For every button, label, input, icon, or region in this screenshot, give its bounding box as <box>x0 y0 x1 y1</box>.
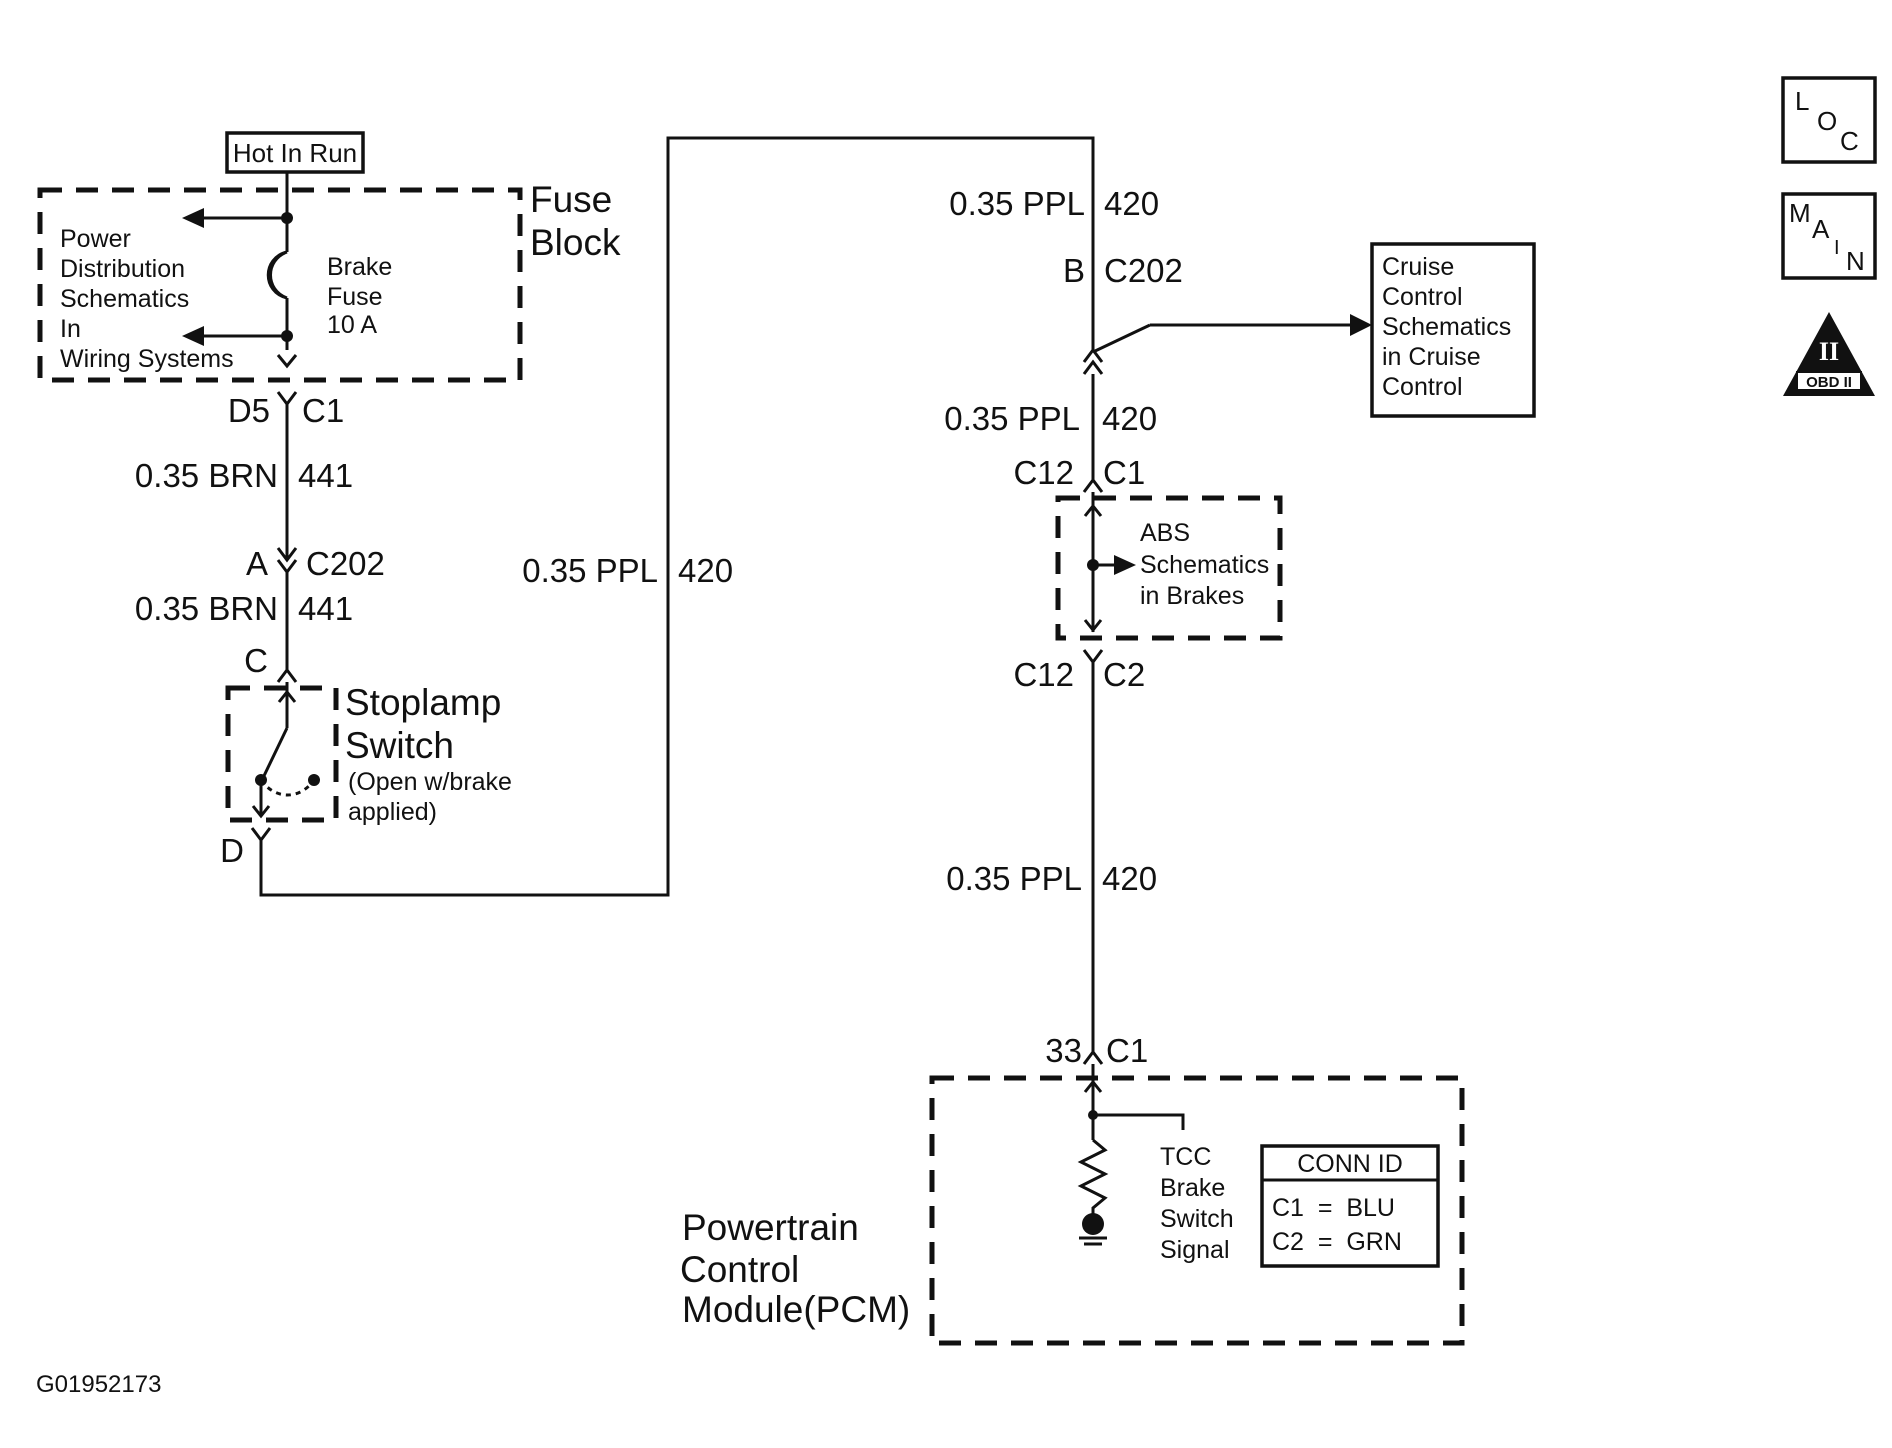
hot-in-run-box <box>225 131 365 174</box>
power-dist-line-2: Distribution <box>60 255 185 283</box>
loc-icon: L O C <box>1781 76 1877 164</box>
wire-420-num-3: 420 <box>1102 860 1157 897</box>
wire-420-gauge-1: 0.35 PPL <box>949 185 1085 222</box>
brake-fuse-line-3: 10 A <box>327 311 377 339</box>
connector-icon <box>276 547 298 563</box>
abs-label-1: ABS <box>1140 519 1190 547</box>
svg-text:O: O <box>1817 106 1837 136</box>
conn-id-box <box>1260 1144 1440 1268</box>
power-dist-line-5: Wiring Systems <box>60 345 234 373</box>
abs-bot-id: C2 <box>1103 656 1145 693</box>
arrow-left-icon <box>182 208 204 228</box>
fuse-block-title-2: Block <box>530 222 621 263</box>
svg-text:OBD II: OBD II <box>1806 374 1852 391</box>
wire-420-gauge-mid: 0.35 PPL <box>522 552 658 589</box>
pcm-module: TCC Brake Switch Signal CONN ID C1 = BLU… <box>680 1064 1465 1346</box>
pcm-title-1: Powertrain <box>682 1207 859 1248</box>
c202-id-left: C202 <box>306 545 385 582</box>
arrow-left-icon <box>182 326 204 346</box>
pcm-pin-33: 33 <box>1045 1032 1082 1069</box>
cruise-label-5: Control <box>1382 373 1463 401</box>
left-circuit: D5 C1 0.35 BRN 441 A C202 0.35 BRN 441 C… <box>135 136 1095 897</box>
connector-icon <box>1082 347 1104 363</box>
main-icon: M A I N <box>1781 192 1877 280</box>
connector-icon <box>276 391 298 407</box>
connector-icon <box>250 827 272 843</box>
wire-420-num-mid: 420 <box>678 552 733 589</box>
connector-icon <box>1082 649 1104 665</box>
abs-top-id: C1 <box>1103 454 1145 491</box>
wire-420-gauge-3: 0.35 PPL <box>946 860 1082 897</box>
cruise-label-2: Control <box>1382 283 1463 311</box>
conn-d5-pin: D5 <box>228 392 270 429</box>
right-circuit: 0.35 PPL 420 B C202 Cruise Control Schem… <box>944 185 1536 1069</box>
arrow-right-icon <box>1350 314 1372 336</box>
cruise-label-4: in Cruise <box>1382 343 1481 371</box>
switch-pin-d: D <box>220 832 244 869</box>
abs-label-2: Schematics <box>1140 551 1269 579</box>
connector-icon <box>1082 477 1104 493</box>
svg-text:II: II <box>1819 337 1839 366</box>
power-dist-line-3: Schematics <box>60 285 189 313</box>
hot-in-run-label: Hot In Run <box>233 138 357 168</box>
svg-text:N: N <box>1846 246 1865 276</box>
stoplamp-label-2: Switch <box>345 725 454 766</box>
svg-text:M: M <box>1789 198 1811 228</box>
wire-441-num-2: 441 <box>298 590 353 627</box>
svg-text:A: A <box>1812 214 1830 244</box>
tcc-label-1: TCC <box>1160 1143 1211 1171</box>
c202-pin-b: B <box>1063 252 1085 289</box>
abs-outline <box>1055 495 1283 641</box>
switch-contact-icon <box>260 727 289 781</box>
conn-id-c1: C1 = BLU <box>1272 1194 1395 1222</box>
ground-icon <box>1082 1213 1104 1235</box>
switch-pin-c: C <box>244 642 268 679</box>
brake-fuse-line-1: Brake <box>327 253 392 281</box>
wire-420-num-2: 420 <box>1102 400 1157 437</box>
arrow-right-icon <box>1114 555 1136 575</box>
c202-pin-a: A <box>246 545 268 582</box>
wire-420-num-1: 420 <box>1104 185 1159 222</box>
cruise-label-3: Schematics <box>1382 313 1511 341</box>
connector-icon <box>1082 1049 1104 1065</box>
abs-label-3: in Brakes <box>1140 582 1244 610</box>
fuse-block: Hot In Run Fuse Block Power Distribution… <box>37 131 621 383</box>
tcc-label-4: Signal <box>1160 1236 1230 1264</box>
tcc-label-3: Switch <box>1160 1205 1234 1233</box>
svg-text:L: L <box>1795 86 1809 116</box>
fuse-block-title-1: Fuse <box>530 179 612 220</box>
pcm-title-2: Control <box>680 1249 799 1290</box>
c202-id-right: C202 <box>1104 252 1183 289</box>
conn-id-c2: C2 = GRN <box>1272 1228 1402 1256</box>
resistor-icon <box>1077 1138 1109 1218</box>
stoplamp-label-1: Stoplamp <box>345 682 501 723</box>
wire-441-gauge-1: 0.35 BRN <box>135 457 278 494</box>
tcc-label-2: Brake <box>1160 1174 1225 1202</box>
wire-441-num-1: 441 <box>298 457 353 494</box>
stoplamp-switch-outline <box>225 685 339 823</box>
stoplamp-label-4: applied) <box>348 798 437 826</box>
figure-id: G01952173 <box>36 1371 161 1398</box>
obd-ii-icon: II OBD II <box>1783 312 1875 396</box>
conn-id-title: CONN ID <box>1297 1150 1403 1178</box>
wire-420-gauge-2: 0.35 PPL <box>944 400 1080 437</box>
abs-top-pin: C12 <box>1013 454 1074 491</box>
stoplamp-label-3: (Open w/brake <box>348 768 512 796</box>
pcm-title-3: Module(PCM) <box>682 1289 910 1330</box>
power-dist-line-1: Power <box>60 225 131 253</box>
pcm-conn-c1: C1 <box>1106 1032 1148 1069</box>
conn-c1-id: C1 <box>302 392 344 429</box>
fuse-block-outline <box>37 187 523 383</box>
cruise-label-1: Cruise <box>1382 253 1454 281</box>
power-dist-line-4: In <box>60 315 81 343</box>
connector-icon <box>276 667 298 683</box>
brake-fuse-line-2: Fuse <box>327 283 383 311</box>
pcm-outline <box>929 1075 1465 1346</box>
abs-bot-pin: C12 <box>1013 656 1074 693</box>
svg-text:C: C <box>1840 126 1859 156</box>
wire-441-gauge-2: 0.35 BRN <box>135 590 278 627</box>
cruise-control-box <box>1370 242 1536 418</box>
svg-text:I: I <box>1834 237 1840 259</box>
